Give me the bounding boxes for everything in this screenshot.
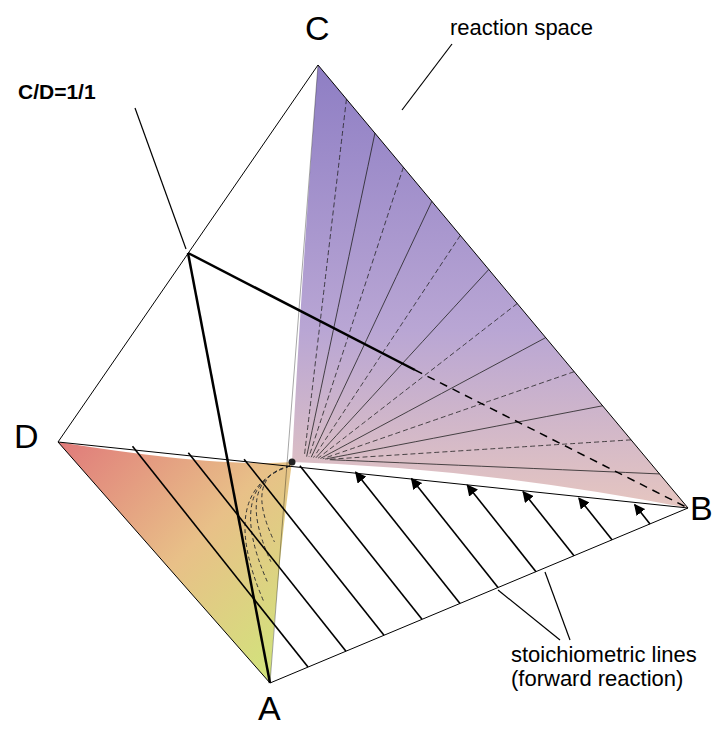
leader-lines [135,44,570,640]
reaction-space-surface [292,65,688,508]
vertex-label: B [690,490,713,527]
tetrahedron-edges [58,65,688,683]
vertex-label: D [14,418,39,455]
saddle-point [289,459,296,466]
vertex-label: A [258,690,281,727]
ratio-label: C/D=1/1 [16,80,98,103]
reaction-space-surface [58,442,292,683]
equimolar-plane-lines [188,253,688,683]
vertex-label: C [305,10,330,47]
contour-lines [245,99,660,601]
region-label: reaction space [448,16,595,40]
annotation-label: stoichiometric lines (forward reaction) [509,643,718,691]
